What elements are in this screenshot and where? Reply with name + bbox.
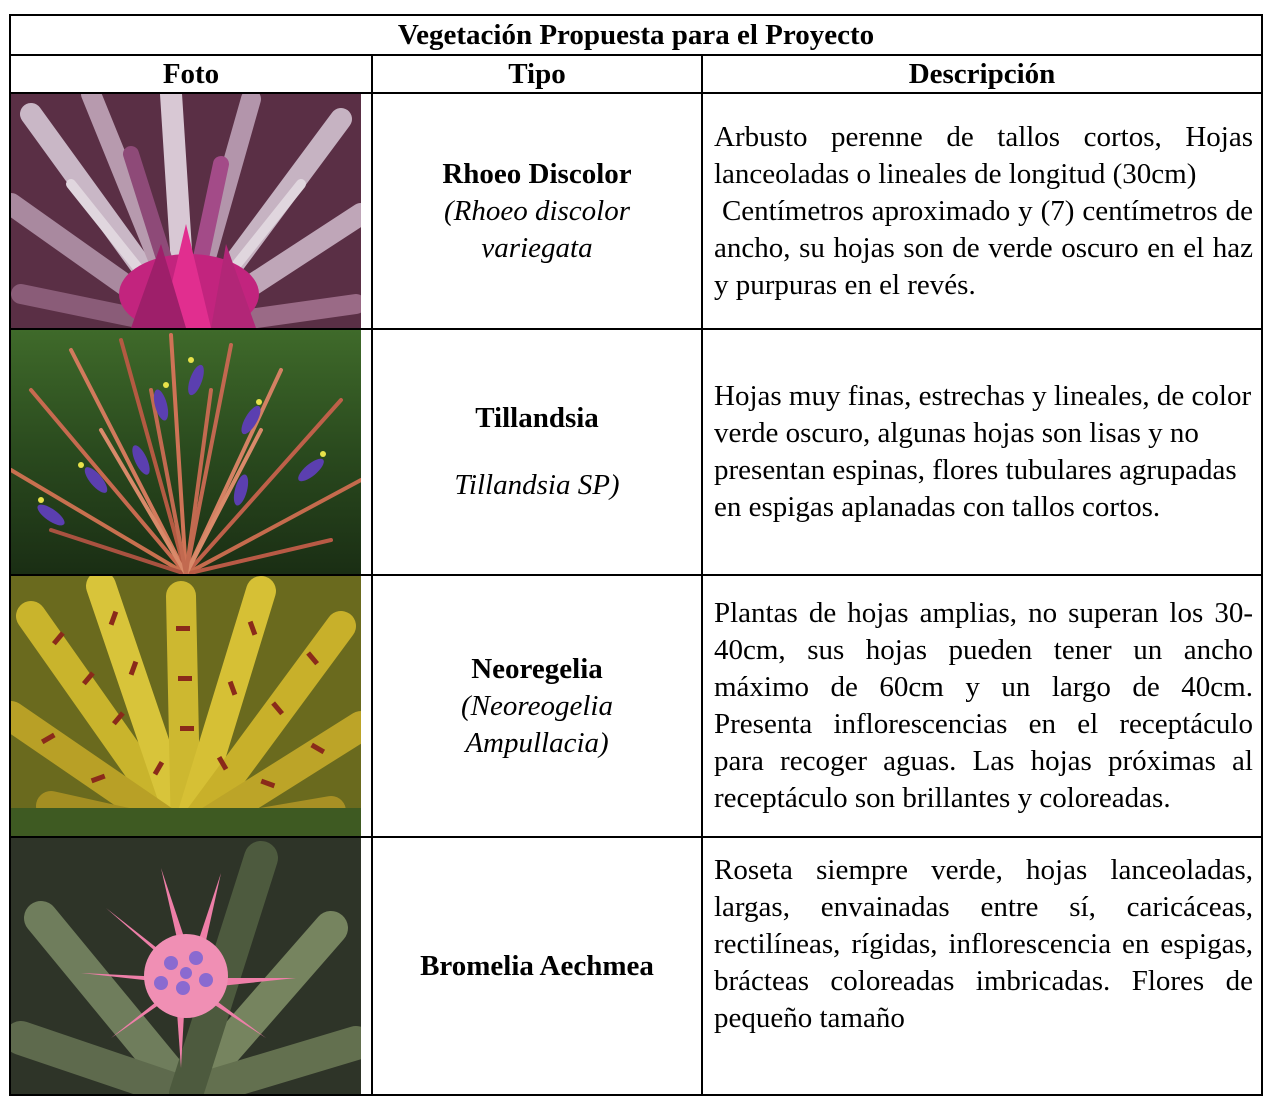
plant-description: Roseta siempre verde, hojas lanceoladas,…: [714, 854, 1253, 1034]
tillandsia-photo: [12, 331, 361, 573]
plant-description: Centímetros aproximado y (7) centímetros…: [714, 194, 1261, 301]
table-row: Neoregelia (Neoreogelia Ampullacia) Plan…: [9, 574, 1263, 838]
photo-cell: [9, 328, 373, 576]
description-cell: Roseta siempre verde, hojas lanceoladas,…: [701, 836, 1263, 1096]
plant-name: Neoregelia: [471, 652, 603, 685]
bromelia-aechmea-photo: [12, 839, 361, 1093]
photo-cell: [9, 92, 373, 330]
type-cell: Rhoeo Discolor (Rhoeo discolor variegata: [371, 92, 703, 330]
plant-scientific-name: Ampullacia): [465, 726, 609, 759]
table-row: Bromelia Aechmea Roseta siempre verde, h…: [9, 836, 1263, 1096]
plant-description: Hojas muy finas, estrechas y lineales, d…: [714, 380, 1252, 523]
description-cell: Arbusto perenne de tallos cortos, Hojas …: [701, 92, 1263, 330]
plant-scientific-name: (Rhoeo discolor: [443, 194, 631, 227]
type-cell: Tillandsia Tillandsia SP): [371, 328, 703, 576]
type-cell: Bromelia Aechmea: [371, 836, 703, 1096]
table-title: Vegetación Propuesta para el Proyecto: [9, 14, 1263, 56]
plant-scientific-name: (Neoreogelia: [461, 689, 613, 722]
plant-description: Plantas de hojas amplias, no superan los…: [714, 597, 1253, 814]
header-type: Tipo: [371, 54, 703, 94]
header-description: Descripción: [701, 54, 1263, 94]
photo-cell: [9, 574, 373, 838]
plant-name: Rhoeo Discolor: [442, 157, 632, 190]
plant-name: Bromelia Aechmea: [420, 949, 654, 982]
description-cell: Hojas muy finas, estrechas y lineales, d…: [701, 328, 1263, 576]
rhoeo-discolor-photo: [12, 95, 361, 327]
type-cell: Neoregelia (Neoreogelia Ampullacia): [371, 574, 703, 838]
neoregelia-photo: [12, 577, 361, 835]
header-photo: Foto: [9, 54, 373, 94]
table-row: Tillandsia Tillandsia SP) Hojas muy fina…: [9, 328, 1263, 576]
photo-cell: [9, 836, 373, 1096]
vegetation-table: Vegetación Propuesta para el Proyecto Fo…: [9, 14, 1263, 1096]
table-row: Rhoeo Discolor (Rhoeo discolor variegata…: [9, 92, 1263, 330]
plant-description: Arbusto perenne de tallos cortos, Hojas …: [714, 120, 1253, 190]
plant-scientific-name: variegata: [481, 231, 593, 264]
plant-scientific-name: Tillandsia SP): [454, 469, 620, 501]
description-cell: Plantas de hojas amplias, no superan los…: [701, 574, 1263, 838]
plant-name: Tillandsia: [475, 402, 599, 434]
